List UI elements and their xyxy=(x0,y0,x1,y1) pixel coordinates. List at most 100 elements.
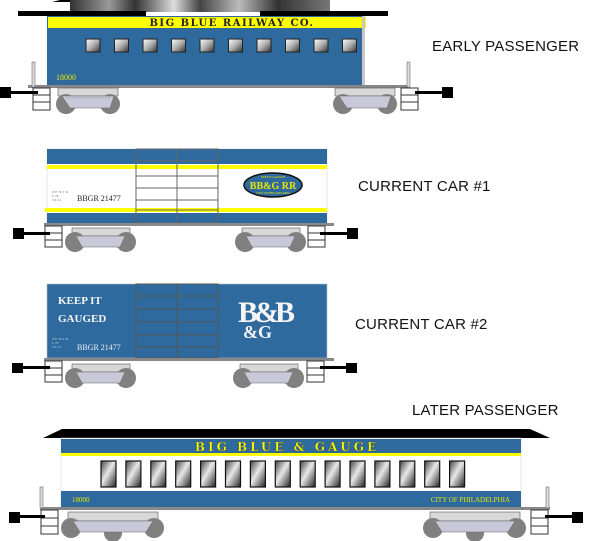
later-windows xyxy=(100,460,466,488)
coupler-left-bar xyxy=(10,91,38,94)
steps-left xyxy=(40,509,59,535)
steps-left xyxy=(44,360,63,383)
truck-right xyxy=(235,227,306,252)
stencil-line-2: L 70 xyxy=(52,194,59,198)
window xyxy=(200,460,217,488)
window xyxy=(125,460,142,488)
coupler-left-bar xyxy=(22,366,50,369)
sliding-door xyxy=(135,148,219,224)
coupler-right-bar xyxy=(320,232,348,235)
roof-banner-text: BIG BLUE RAILWAY CO. xyxy=(149,18,314,29)
truck-right xyxy=(423,511,526,541)
window xyxy=(171,38,186,53)
bbg-logo-top: B&B xyxy=(238,296,295,329)
coupler-right-bar xyxy=(320,366,348,369)
logo-main-text: BB&G RR xyxy=(250,181,297,192)
roof-edge-r xyxy=(260,11,388,16)
banner-blue xyxy=(61,439,521,453)
underframe xyxy=(44,223,334,226)
steps-left xyxy=(44,225,63,248)
underframe xyxy=(44,358,334,361)
truck-left xyxy=(65,227,136,252)
window xyxy=(285,38,300,53)
truck-left xyxy=(56,87,120,114)
railing-right xyxy=(406,61,411,88)
reporting-mark: BBGR 21477 xyxy=(77,343,121,352)
stencil-line-2: L 70 xyxy=(52,341,59,345)
coupler-right-head xyxy=(346,363,357,373)
steps-right xyxy=(306,360,325,383)
logo-bottom-text: CITY OF PHILADELPHIA xyxy=(256,191,291,195)
stencil-line-3: T.L 51 xyxy=(52,345,61,349)
car-number: 18000 xyxy=(72,496,90,504)
window xyxy=(449,460,466,488)
roof-banner-text: BIG BLUE & GAUGE xyxy=(195,440,379,454)
stripe-bottom-blue xyxy=(47,213,327,223)
bbg-logo-bottom: &G xyxy=(243,322,272,342)
truck-left xyxy=(65,363,136,388)
bbg-logo-oval: KEEP IT GAUGED BB&G RR CITY OF PHILADELP… xyxy=(243,172,303,198)
sliding-door xyxy=(135,283,219,359)
stencil-line-1: 257 70 1 51 xyxy=(52,337,69,341)
window xyxy=(299,460,316,488)
window xyxy=(274,460,291,488)
reporting-mark: BBGR 21477 xyxy=(77,194,121,203)
truck-left xyxy=(61,511,164,541)
lower-blue-band xyxy=(61,491,521,507)
banner-yellow-stripe xyxy=(61,453,521,456)
roof xyxy=(43,429,550,438)
early-windows xyxy=(85,38,357,53)
underframe xyxy=(40,507,550,510)
coupler-left-head xyxy=(13,228,24,239)
window xyxy=(114,38,129,53)
slogan-line-2: GAUGED xyxy=(58,313,106,325)
coupler-left-bar xyxy=(22,232,50,235)
stencil-line-1: 257 70 1 51 xyxy=(52,190,69,194)
window xyxy=(224,460,242,488)
window xyxy=(256,38,272,53)
stencil-line-3: T.L 51 xyxy=(52,198,61,202)
window xyxy=(313,38,329,53)
coupler-left-bar xyxy=(19,515,45,518)
coupler-left-head xyxy=(0,87,11,98)
coupler-right-head xyxy=(347,228,358,239)
coupler-right-bar xyxy=(545,515,573,518)
roof-edge xyxy=(18,11,146,16)
window xyxy=(324,460,341,488)
underframe xyxy=(28,85,408,88)
window xyxy=(199,38,215,53)
railing-right xyxy=(545,486,550,509)
window xyxy=(85,38,101,53)
roof-clerestory xyxy=(70,0,330,12)
car-label-early-passenger: EARLY PASSENGER xyxy=(432,38,580,55)
stripe-top-blue xyxy=(47,149,327,164)
railing-left xyxy=(39,486,44,509)
coupler-right-bar xyxy=(415,91,443,94)
steps-right xyxy=(530,509,549,535)
car-body-edge xyxy=(362,16,365,86)
window xyxy=(228,38,243,53)
coupler-left-head xyxy=(9,512,20,523)
banner xyxy=(48,17,366,28)
railing-left xyxy=(31,61,36,88)
stripe-top-yellow xyxy=(47,165,327,169)
logo-top-text: KEEP IT GAUGED xyxy=(261,175,286,179)
window xyxy=(150,460,167,488)
window xyxy=(175,460,192,488)
window xyxy=(424,460,441,488)
truck-right xyxy=(233,363,304,388)
city-name: CITY OF PHILADELPHIA xyxy=(431,496,510,504)
window xyxy=(249,460,266,488)
slogan-line-1: KEEP IT xyxy=(58,295,102,307)
coupler-right-head xyxy=(572,512,583,523)
window xyxy=(374,460,391,488)
car-label-current-car-1: CURRENT CAR #1 xyxy=(358,178,491,195)
truck-right xyxy=(333,87,397,114)
window xyxy=(349,460,366,488)
window xyxy=(142,38,158,53)
coupler-right-head xyxy=(442,87,453,98)
